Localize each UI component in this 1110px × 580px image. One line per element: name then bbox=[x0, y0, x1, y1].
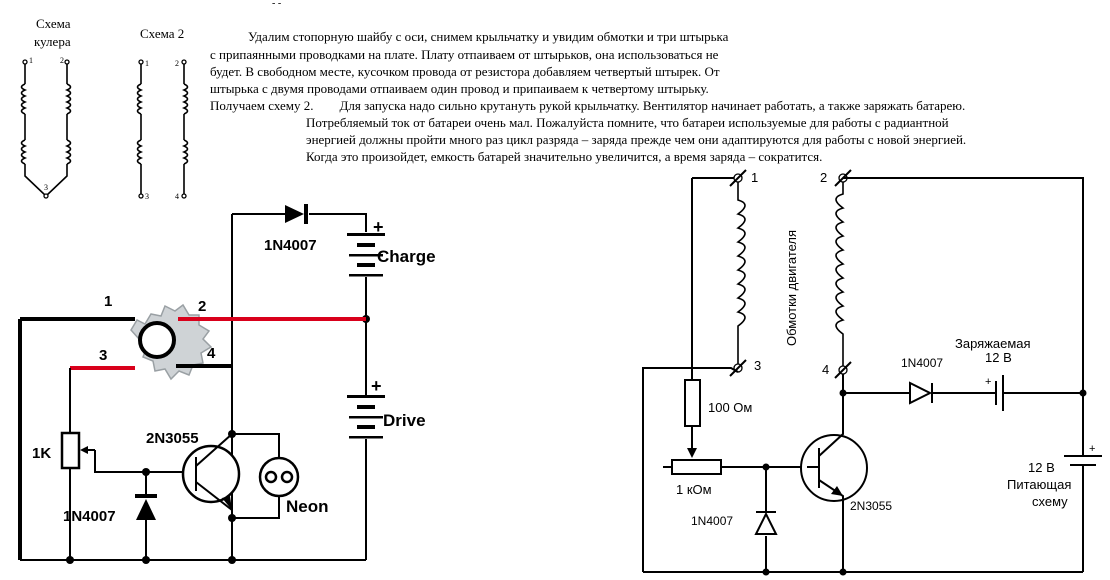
scheme2-schematic: Схема 2 1 2 3 4 bbox=[136, 26, 189, 201]
fan-motor-symbol bbox=[130, 303, 213, 381]
supply-battery-symbol bbox=[1064, 455, 1102, 466]
resistor-100-ohm-label: 100 Ом bbox=[708, 400, 752, 415]
right-transistor-symbol bbox=[800, 386, 868, 572]
charge-battery-label: Charge bbox=[377, 247, 436, 266]
cooler-title-line2: кулера bbox=[34, 34, 71, 49]
right-pin-4-label: 4 bbox=[822, 362, 829, 377]
scheme2-pin-1-label: 1 bbox=[145, 59, 149, 68]
description-text: Удалим стопорную шайбу с оси, снимем кры… bbox=[210, 29, 966, 164]
center-bottom-diode-label: 1N4007 bbox=[63, 508, 116, 525]
cooler-pin-2-terminal bbox=[64, 59, 70, 65]
right-winding-right bbox=[835, 182, 845, 366]
cooler-pin-1-terminal bbox=[22, 59, 28, 65]
cooler-pin-3-label: 3 bbox=[44, 183, 48, 192]
description-line: Получаем схему 2. Для запуска надо сильн… bbox=[210, 98, 965, 113]
pot-1k-symbol bbox=[60, 431, 81, 470]
transistor-2n3055-symbol bbox=[181, 433, 241, 511]
header-marks: - - bbox=[272, 0, 281, 9]
supply-battery-plus: + bbox=[1089, 443, 1095, 455]
winding-label: Обмотки двигателя bbox=[784, 230, 799, 346]
scheme2-pin-2-label: 2 bbox=[175, 59, 179, 68]
wire-4-label: 4 bbox=[207, 345, 216, 362]
description-line: будет. В свободном месте, кусочком прово… bbox=[210, 64, 720, 79]
cooler-coil-right bbox=[64, 83, 72, 165]
pot-1k-label: 1K bbox=[32, 445, 51, 462]
charged-battery-symbol bbox=[995, 375, 1004, 411]
cooler-coil-left bbox=[20, 83, 28, 165]
right-circuit: 1 2 3 4 Обмотки двигателя 100 Ом 1 кОм 1… bbox=[642, 169, 1102, 576]
right-top-diode-label: 1N4007 bbox=[901, 356, 943, 370]
description-line: штырька с двумя проводами отпаиваем один… bbox=[210, 81, 709, 96]
cooler-schematic: Схема кулера 1 2 3 bbox=[20, 16, 72, 199]
right-pin-3-label: 3 bbox=[754, 358, 761, 373]
center-circuit: 1N4007 + Charge + Drive bbox=[18, 204, 436, 564]
scheme2-coil-right bbox=[181, 83, 189, 165]
supply-battery-label-line3: схему bbox=[1032, 494, 1068, 509]
description-line: Потребляемый ток от батареи очень мал. П… bbox=[306, 115, 949, 130]
scheme2-pin-4-label: 4 bbox=[175, 192, 179, 201]
neon-label: Neon bbox=[286, 497, 329, 516]
wire-2-label: 2 bbox=[198, 298, 206, 315]
resistor-100-ohm-symbol bbox=[684, 379, 701, 427]
cooler-pin-3-terminal bbox=[43, 193, 49, 199]
pot-1kohm-symbol bbox=[671, 459, 722, 475]
drive-battery-label: Drive bbox=[383, 411, 426, 430]
right-pin-1-label: 1 bbox=[751, 170, 758, 185]
wire-1-label: 1 bbox=[104, 293, 112, 310]
scheme2-title: Схема 2 bbox=[140, 26, 184, 41]
neon-lamp-symbol bbox=[258, 456, 300, 498]
charged-battery-plus: + bbox=[985, 376, 991, 388]
supply-battery-label-line2: Питающая bbox=[1007, 477, 1071, 492]
drive-battery-symbol bbox=[347, 395, 385, 439]
scheme2-coil-left bbox=[136, 83, 144, 165]
description-line: с припаянными проводками на плате. Плату… bbox=[210, 47, 719, 62]
charged-battery-label-line2: 12 В bbox=[985, 350, 1012, 365]
right-transistor-label: 2N3055 bbox=[850, 499, 892, 513]
charge-plus-sign: + bbox=[373, 217, 384, 237]
cooler-title-line1: Схема bbox=[36, 16, 71, 31]
wire-3-label: 3 bbox=[99, 347, 107, 364]
right-bottom-diode-label: 1N4007 bbox=[691, 514, 733, 528]
description-line: энергией должны пройти много раз цикл ра… bbox=[306, 132, 966, 147]
cooler-pin-2-label: 2 bbox=[60, 56, 64, 65]
cooler-pin-1-label: 1 bbox=[29, 56, 33, 65]
charge-battery-symbol bbox=[347, 233, 385, 277]
charged-battery-label-line1: Заряжаемая bbox=[955, 336, 1031, 351]
right-bottom-diode-symbol bbox=[754, 511, 778, 535]
right-pin-2-label: 2 bbox=[820, 170, 827, 185]
description-line: Когда это произойдет, емкость батарей зн… bbox=[306, 149, 822, 164]
right-top-diode-symbol bbox=[909, 381, 933, 405]
bottom-diode-symbol bbox=[135, 494, 157, 520]
pot-1kohm-label: 1 кОм bbox=[676, 482, 712, 497]
description-line: Удалим стопорную шайбу с оси, снимем кры… bbox=[248, 29, 729, 44]
top-diode-label: 1N4007 bbox=[264, 237, 317, 254]
scheme2-pin-3-label: 3 bbox=[145, 192, 149, 201]
top-diode-symbol bbox=[285, 204, 308, 224]
drive-plus-sign: + bbox=[371, 376, 382, 396]
center-transistor-label: 2N3055 bbox=[146, 430, 199, 447]
supply-battery-label-line1: 12 В bbox=[1028, 460, 1055, 475]
right-winding-left bbox=[736, 182, 746, 366]
